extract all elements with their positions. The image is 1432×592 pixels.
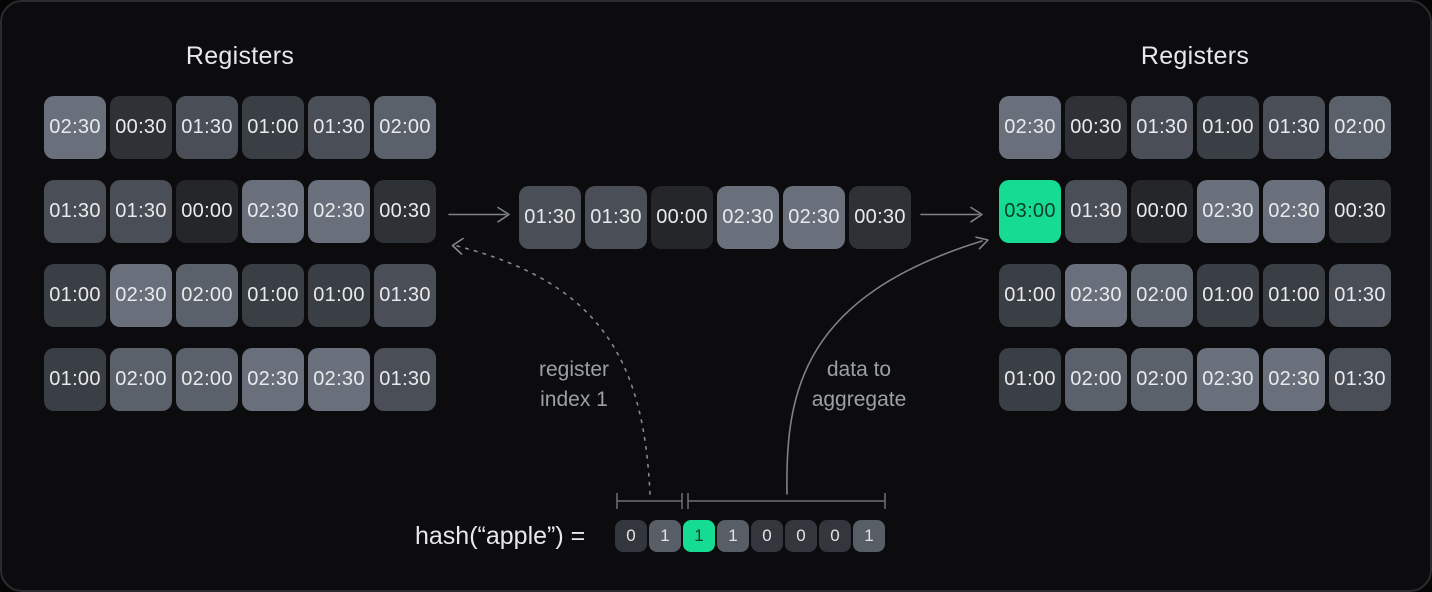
register-cell: 02:30 [1065, 264, 1127, 327]
data-to-aggregate-arrow-head-icon [975, 236, 989, 250]
updated-register-cell: 03:00 [999, 180, 1061, 243]
register-cell: 01:00 [1197, 264, 1259, 327]
register-cell: 01:00 [44, 348, 106, 411]
left-to-middle-arrow-head-icon [497, 206, 510, 223]
register-cell: 02:30 [1263, 348, 1325, 411]
register-cell: 01:30 [519, 186, 581, 249]
register-cell: 02:30 [242, 348, 304, 411]
register-cell: 01:00 [242, 264, 304, 327]
register-cell: 02:30 [783, 186, 845, 249]
aggregate-bits-bracket [687, 493, 886, 509]
data-to-aggregate-label-line2: aggregate [811, 388, 907, 411]
register-cell: 01:00 [44, 264, 106, 327]
register-cell: 01:30 [1065, 180, 1127, 243]
register-cell: 01:30 [110, 180, 172, 243]
register-cell: 01:30 [1329, 264, 1391, 327]
hash-bit: 0 [615, 520, 647, 552]
register-cell: 00:00 [1131, 180, 1193, 243]
hash-bit: 0 [751, 520, 783, 552]
register-cell: 00:30 [1065, 96, 1127, 159]
register-index-arrow-head-icon [451, 237, 464, 255]
hash-bit: 0 [785, 520, 817, 552]
register-cell: 00:00 [651, 186, 713, 249]
hash-bit: 1 [853, 520, 885, 552]
right-grid-title: Registers [1140, 42, 1250, 70]
register-cell: 02:30 [1197, 180, 1259, 243]
register-cell: 02:30 [110, 264, 172, 327]
left-grid-title: Registers [185, 42, 295, 70]
register-index-label-line1: register [538, 358, 610, 381]
register-cell: 01:30 [176, 96, 238, 159]
register-cell: 02:00 [1065, 348, 1127, 411]
register-cell: 02:30 [999, 96, 1061, 159]
register-cell: 01:30 [1329, 348, 1391, 411]
register-cell: 02:30 [717, 186, 779, 249]
register-cell: 02:30 [1263, 180, 1325, 243]
register-cell: 02:30 [44, 96, 106, 159]
register-cell: 00:30 [374, 180, 436, 243]
register-cell: 01:30 [374, 264, 436, 327]
hash-expression: hash(“apple”) = [415, 522, 586, 550]
register-index-label-line2: index 1 [540, 388, 608, 411]
register-cell: 01:00 [242, 96, 304, 159]
register-cell: 02:00 [374, 96, 436, 159]
register-cell: 01:30 [374, 348, 436, 411]
register-cell: 01:30 [1263, 96, 1325, 159]
register-cell: 00:30 [849, 186, 911, 249]
register-cell: 02:00 [1131, 348, 1193, 411]
register-cell: 01:00 [999, 264, 1061, 327]
register-cell: 02:30 [308, 348, 370, 411]
register-cell: 02:00 [1131, 264, 1193, 327]
hash-bit-highlight: 1 [683, 520, 715, 552]
register-cell: 01:00 [999, 348, 1061, 411]
hash-bit: 0 [819, 520, 851, 552]
register-index-label: register index 1 [539, 355, 609, 415]
register-cell: 01:30 [585, 186, 647, 249]
index-bits-bracket [616, 493, 683, 509]
hash-bit: 1 [649, 520, 681, 552]
data-to-aggregate-label: data to aggregate [812, 355, 907, 415]
register-cell: 02:00 [1329, 96, 1391, 159]
register-cell: 00:00 [176, 180, 238, 243]
register-cell: 01:00 [308, 264, 370, 327]
register-cell: 02:30 [1197, 348, 1259, 411]
register-cell: 02:30 [308, 180, 370, 243]
register-cell: 02:30 [242, 180, 304, 243]
register-cell: 02:00 [176, 348, 238, 411]
register-cell: 00:30 [110, 96, 172, 159]
register-cell: 02:00 [176, 264, 238, 327]
register-cell: 02:00 [110, 348, 172, 411]
register-cell: 01:30 [44, 180, 106, 243]
middle-to-right-arrow-head-icon [970, 206, 983, 223]
register-cell: 01:30 [308, 96, 370, 159]
register-cell: 00:30 [1329, 180, 1391, 243]
register-cell: 01:00 [1197, 96, 1259, 159]
hash-bit: 1 [717, 520, 749, 552]
register-cell: 01:30 [1131, 96, 1193, 159]
data-to-aggregate-label-line1: data to [826, 358, 892, 381]
register-cell: 01:00 [1263, 264, 1325, 327]
